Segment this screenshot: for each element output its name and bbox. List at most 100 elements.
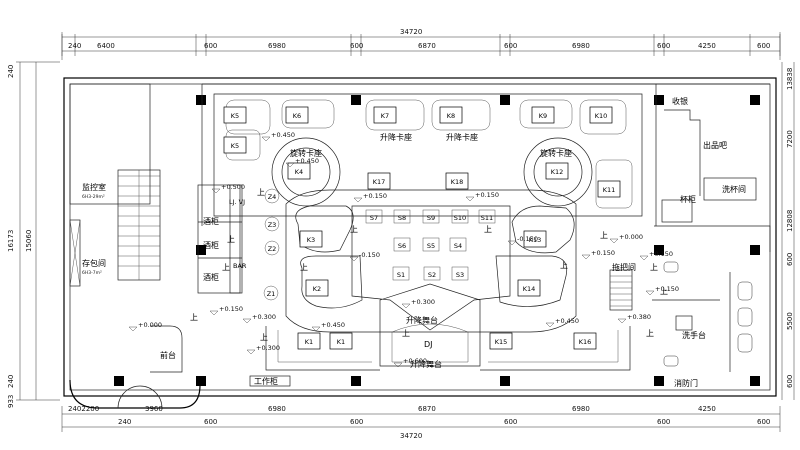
table-box <box>422 237 440 252</box>
stair-up-mark: 上 <box>222 263 230 272</box>
elevation-marker <box>581 254 591 260</box>
booth-box <box>445 172 469 190</box>
elevation-marker <box>353 197 363 203</box>
z-point-circle <box>264 188 280 204</box>
label-lift-stage: 升降舞台 <box>406 315 438 325</box>
table-label: S6 <box>398 242 406 250</box>
booth-box <box>589 106 613 124</box>
bottom-dim-6: 6870 <box>418 405 436 413</box>
booth-box <box>531 106 555 124</box>
table-box <box>423 266 441 281</box>
stair-up-mark: 上 <box>484 225 492 234</box>
booth-label: K17 <box>373 178 386 186</box>
right-dim-3: 12808 <box>786 210 794 232</box>
bottom-dim-3: 600 <box>204 418 217 426</box>
right-dim-5: 5500 <box>786 312 794 330</box>
area-labels: 升降卡座 升降卡座 旋转卡座 旋转卡座 升降舞台 升降舞台 <box>290 132 572 369</box>
elevation-label: +0.150 <box>219 305 243 313</box>
booth-box <box>287 162 311 180</box>
elevation-marker <box>617 318 627 324</box>
elevation-marker <box>311 326 321 332</box>
stair-up-mark: 上 <box>600 231 608 240</box>
top-dim-10: 4250 <box>698 42 716 50</box>
booth-label: K5 <box>231 112 239 120</box>
right-dim-1: 13838 <box>786 68 794 90</box>
z-point-label: Z1 <box>267 290 276 298</box>
label-storage-note: 6H3-7m² <box>82 270 102 276</box>
booth-box <box>489 332 513 350</box>
table-label: S4 <box>454 242 462 250</box>
right-dim-4: 600 <box>786 253 794 266</box>
label-cashier: 收银 <box>672 96 688 106</box>
top-dim-9: 600 <box>657 42 670 50</box>
table-box <box>451 266 469 281</box>
room-labels: 监控室 6H3-29m² 存包间 6H3-7m² 前台 酒柜 酒柜 酒柜 BAR… <box>82 96 746 388</box>
stair-up-mark: 上 <box>350 225 358 234</box>
bottom-dimensions: 2402200 240 3960 600 6980 600 6870 600 6… <box>61 405 781 440</box>
z-point-circle <box>264 240 280 256</box>
table-box <box>365 209 383 224</box>
booth-label: K2 <box>313 285 321 293</box>
booth-box <box>439 106 463 124</box>
stair-up-mark: 上 <box>300 263 308 272</box>
label-liquor-1: 酒柜 <box>203 216 219 226</box>
elevation-marker <box>645 290 655 296</box>
left-mid-dim: 15060 <box>25 230 33 252</box>
label-work-cabinet: 工作柜 <box>254 376 278 386</box>
elevation-marker <box>246 349 256 355</box>
structural-columns <box>114 95 760 386</box>
booth-box <box>367 172 391 190</box>
elevation-label: +0.000 <box>138 321 162 329</box>
left-dim-2: 240 <box>7 375 15 388</box>
elevation-marker <box>545 322 555 328</box>
elevation-label: +0.150 <box>649 250 673 258</box>
table-box <box>392 266 410 281</box>
label-lift-seat-1: 升降卡座 <box>380 132 412 142</box>
elevation-label: +0.150 <box>363 192 387 200</box>
booth-label: K6 <box>293 112 301 120</box>
right-dimensions: 13838 7200 12808 600 5500 600 <box>781 62 795 400</box>
booth-label: K1 <box>305 338 313 346</box>
booth-box <box>329 332 353 350</box>
bottom-dim-7: 600 <box>504 418 517 426</box>
top-dim-4: 6980 <box>268 42 286 50</box>
table-label: S9 <box>427 214 435 222</box>
top-dim-1: 240 <box>68 42 81 50</box>
booth-box <box>597 180 621 198</box>
elevation-marker <box>128 326 138 332</box>
table-label: S3 <box>456 271 464 279</box>
elevation-marker <box>465 196 475 202</box>
elevation-marker <box>639 255 649 261</box>
left-dimensions: 16173 15060 240 240 933 <box>7 61 60 408</box>
booth-box <box>299 230 323 248</box>
bottom-dim-1: 240 <box>118 418 131 426</box>
elevation-label: +0.300 <box>256 344 280 352</box>
booth-box <box>223 106 247 124</box>
table-box <box>422 209 440 224</box>
booth-box <box>517 279 541 297</box>
label-storage-room: 存包间 <box>82 258 106 268</box>
booth-box <box>573 332 597 350</box>
left-dim-3: 933 <box>7 395 15 408</box>
label-front-desk: 前台 <box>160 350 176 360</box>
elevation-label: +0.000 <box>619 233 643 241</box>
elevation-label: -0.150 <box>517 235 538 243</box>
bottom-dim-4: 6980 <box>268 405 286 413</box>
booth-box <box>545 162 569 180</box>
elevation-label: +0.450 <box>295 157 319 165</box>
bottom-dim-2: 3960 <box>145 405 163 413</box>
z-point-label: Z2 <box>268 245 277 253</box>
booth-label: K18 <box>451 178 464 186</box>
booth-box <box>523 230 547 248</box>
main-hall <box>201 83 657 371</box>
booth-label: K1 <box>337 338 345 346</box>
label-liquor-2: 酒柜 <box>203 240 219 250</box>
right-dim-2: 7200 <box>786 130 794 148</box>
booth-label: K14 <box>523 285 536 293</box>
stair-up-layer: 上上上上上上上上上上上上上上 <box>190 188 668 342</box>
elevation-label: +0.450 <box>271 131 295 139</box>
booth-box <box>305 279 329 297</box>
bottom-dim-11: 600 <box>757 418 770 426</box>
